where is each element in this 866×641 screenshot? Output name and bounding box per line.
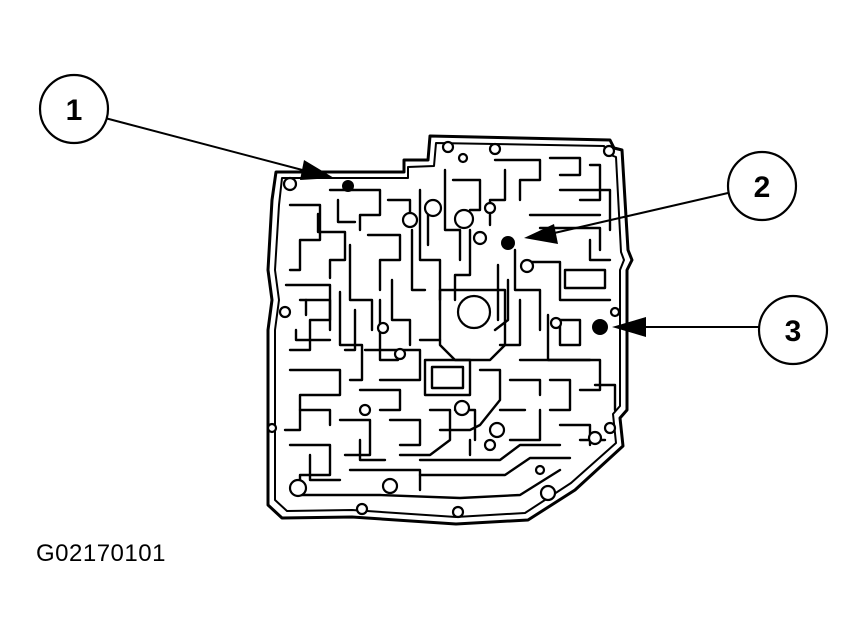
callout-number: 1 xyxy=(66,94,83,127)
leader-lines xyxy=(104,117,760,328)
check-ball-1 xyxy=(342,180,354,192)
port-holes xyxy=(266,140,621,519)
check-ball-locations xyxy=(342,180,608,335)
callout-number: 3 xyxy=(785,315,802,348)
callout-1: 1 xyxy=(38,73,110,145)
callout-number: 2 xyxy=(754,171,771,204)
fluid-passages xyxy=(283,156,617,500)
figure-id: G02170101 xyxy=(36,540,166,567)
callout-circle xyxy=(757,294,829,366)
arrowhead-1 xyxy=(300,160,334,180)
check-ball-3 xyxy=(592,319,608,335)
leader-line-1 xyxy=(104,117,311,173)
check-ball-2 xyxy=(501,236,515,250)
callout-3: 3 xyxy=(757,294,829,366)
arrowhead-2 xyxy=(524,224,558,244)
callout-circle xyxy=(38,73,110,145)
leader-line-2 xyxy=(549,192,729,235)
arrowheads xyxy=(300,160,646,337)
arrowhead-3 xyxy=(612,317,646,337)
callout-circle xyxy=(726,150,798,222)
callout-2: 2 xyxy=(726,150,798,222)
separator-plate xyxy=(266,134,634,526)
